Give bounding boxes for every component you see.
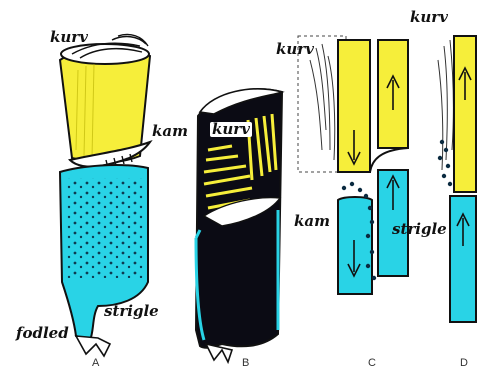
label-a-kurv: kurv (50, 30, 88, 45)
panel-a-fodled-shape (76, 336, 110, 356)
panel-d-figure (438, 36, 476, 322)
panel-c-left-strigle (338, 197, 372, 294)
label-a-kam: kam (152, 124, 188, 139)
panel-a-kurv-rim (61, 44, 149, 64)
panel-label-a: A (92, 358, 99, 369)
panel-d-kurv (454, 36, 476, 192)
panel-c-figure (298, 36, 408, 294)
panel-label-b: B (242, 358, 249, 369)
label-d-kurv: kurv (410, 10, 448, 25)
label-c-kam: kam (294, 214, 330, 229)
label-b-kurv: kurv (210, 122, 252, 137)
label-c-strigle: strigle (392, 222, 447, 237)
panel-b-fodled-shape (206, 344, 232, 362)
label-c-kurv: kurv (276, 42, 314, 57)
panel-label-d: D (460, 358, 468, 369)
label-a-strigle: strigle (104, 304, 159, 319)
label-a-fodled: fodled (16, 326, 69, 341)
panel-label-c: C (368, 358, 376, 369)
